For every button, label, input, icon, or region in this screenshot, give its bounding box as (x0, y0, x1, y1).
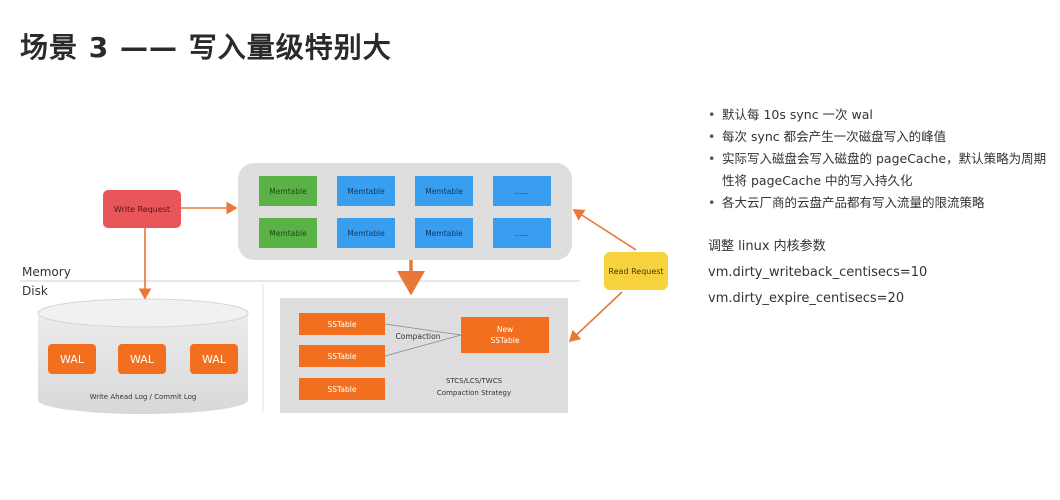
wal-cylinder (37, 298, 249, 414)
svg-text:WAL: WAL (202, 353, 227, 366)
svg-text:Memtable: Memtable (347, 229, 385, 238)
flow-arrows (138, 201, 637, 343)
bullet-item: 每次 sync 都会产生一次磁盘写入的峰值 (708, 126, 1053, 148)
memtable-ellipsis-block: ...... (493, 176, 551, 206)
memtable-ellipsis-block: ...... (493, 218, 551, 248)
architecture-diagram: Memory Disk Memtable Memtable Memtable .… (20, 163, 668, 414)
memtable-block: Memtable (415, 176, 473, 206)
svg-text:......: ...... (515, 229, 529, 238)
svg-text:SSTable: SSTable (328, 385, 357, 394)
memtable-block: Memtable (337, 218, 395, 248)
sstable-block: SSTable (299, 313, 385, 335)
memtable-block: Memtable (259, 218, 317, 248)
svg-text:Memtable: Memtable (347, 187, 385, 196)
wal-block: WAL (190, 344, 238, 374)
svg-text:Memtable: Memtable (425, 229, 463, 238)
memtable-container (238, 163, 572, 260)
svg-text:Write Request: Write Request (114, 205, 170, 214)
svg-text:SSTable: SSTable (328, 352, 357, 361)
arrow-read-to-memtable (572, 209, 637, 251)
memtable-block: Memtable (259, 176, 317, 206)
svg-text:SSTable: SSTable (491, 336, 520, 345)
wal-block: WAL (48, 344, 96, 374)
disk-label: Disk (22, 284, 48, 298)
compaction-lines (384, 323, 462, 357)
svg-text:WAL: WAL (60, 353, 85, 366)
sstable-block: SSTable (299, 345, 385, 367)
memtable-block: Memtable (337, 176, 395, 206)
kernel-tuning: 调整 linux 内核参数 vm.dirty_writeback_centise… (708, 234, 1053, 312)
strategy-line-2: Compaction Strategy (437, 389, 511, 397)
bullet-item: 默认每 10s sync 一次 wal (708, 104, 1053, 126)
bullet-item: 实际写入磁盘会写入磁盘的 pageCache，默认策略为周期性将 pageCac… (708, 148, 1053, 192)
wal-block: WAL (118, 344, 166, 374)
svg-text:Read Request: Read Request (608, 267, 663, 276)
svg-text:Memtable: Memtable (269, 229, 307, 238)
read-request-box: Read Request (604, 252, 668, 290)
svg-text:WAL: WAL (130, 353, 155, 366)
svg-text:......: ...... (515, 187, 529, 196)
memtable-block: Memtable (415, 218, 473, 248)
svg-text:Memtable: Memtable (425, 187, 463, 196)
sstable-block: SSTable (299, 378, 385, 400)
wal-caption: Write Ahead Log / Commit Log (90, 393, 197, 401)
notes-panel: 默认每 10s sync 一次 wal 每次 sync 都会产生一次磁盘写入的峰… (708, 104, 1053, 312)
svg-text:Memtable: Memtable (269, 187, 307, 196)
bullet-list: 默认每 10s sync 一次 wal 每次 sync 都会产生一次磁盘写入的峰… (708, 104, 1053, 214)
strategy-line-1: STCS/LCS/TWCS (446, 377, 503, 385)
bullet-item: 各大云厂商的云盘产品都有写入流量的限流策略 (708, 192, 1053, 214)
tuning-heading: 调整 linux 内核参数 (708, 239, 826, 254)
tuning-param: vm.dirty_expire_centisecs=20 (708, 291, 905, 306)
arrow-read-to-sstable (568, 291, 623, 343)
slide-title: 场景 3 —— 写入量级特别大 (20, 31, 392, 64)
compaction-label: Compaction (396, 332, 441, 341)
svg-text:SSTable: SSTable (328, 320, 357, 329)
write-request-box: Write Request (103, 190, 181, 228)
memory-label: Memory (22, 265, 71, 279)
tuning-param: vm.dirty_writeback_centisecs=10 (708, 265, 928, 280)
new-sstable-block: New SSTable (461, 317, 549, 353)
svg-text:New: New (497, 325, 513, 334)
